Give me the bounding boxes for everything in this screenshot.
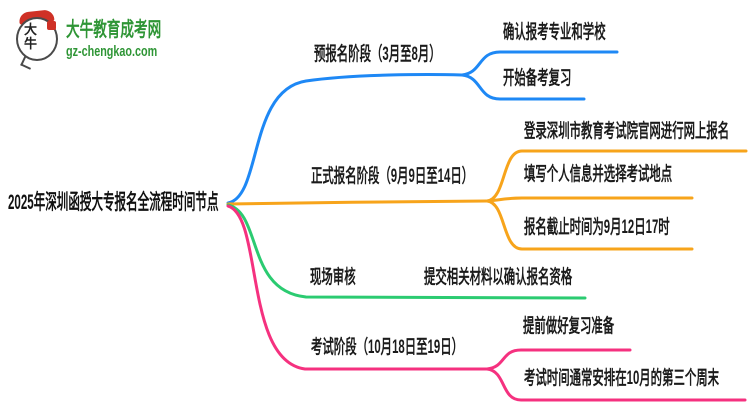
site-name: 大牛教育成考网 — [66, 19, 162, 41]
branch-3-child-0-label: 提前做好复习准备 — [523, 316, 615, 337]
branch-1-line — [226, 199, 489, 206]
branch-0-child-0-label: 确认报考专业和学校 — [503, 22, 606, 43]
branch-0-child-1-label: 开始备考复习 — [503, 68, 572, 89]
branch-1-child-0-label: 登录深圳市教育考试院官网进行网上报名 — [524, 121, 730, 142]
branch-1-child-2-line — [485, 199, 694, 251]
central-topic-label: 2025年深圳函授大专报名全流程时间节点 — [8, 191, 219, 214]
branch-3-line — [226, 204, 489, 371]
branch-3-child-1-label: 考试时间通常安排在10月的第三个周末 — [524, 368, 720, 389]
branch-3-child-1-line — [485, 367, 747, 402]
branch-1-child-1-line — [485, 196, 694, 203]
branch-3-child-0-line — [485, 348, 632, 371]
branch-1-child-2-label: 报名截止时间为9月12日17时 — [524, 217, 670, 238]
site-logo: 大牛 大牛教育成考网 gz-chengkao.com — [14, 9, 174, 70]
branch-2-line — [226, 203, 587, 300]
branch-1-label: 正式报名阶段（9月9日至14日） — [311, 166, 474, 187]
branch-2-child-0-label: 提交相关材料以确认报名资格 — [424, 267, 573, 288]
branch-0-label: 预报名阶段（3月至8月） — [314, 44, 441, 65]
branch-2-label: 现场审核 — [310, 267, 356, 288]
branch-0-child-1-line — [460, 73, 586, 101]
branch-0-line — [226, 73, 464, 205]
logo-red-seal-icon — [47, 21, 56, 30]
logo-bubble-text: 大牛 — [24, 22, 42, 51]
branch-1-child-0-line — [485, 149, 748, 203]
branch-1-child-1-label: 填写个人信息并选择考试地点 — [524, 164, 673, 185]
branch-0-child-0-line — [460, 50, 619, 77]
site-url: gz-chengkao.com — [66, 43, 158, 60]
branch-3-label: 考试阶段（10月18日至19日） — [311, 337, 464, 358]
